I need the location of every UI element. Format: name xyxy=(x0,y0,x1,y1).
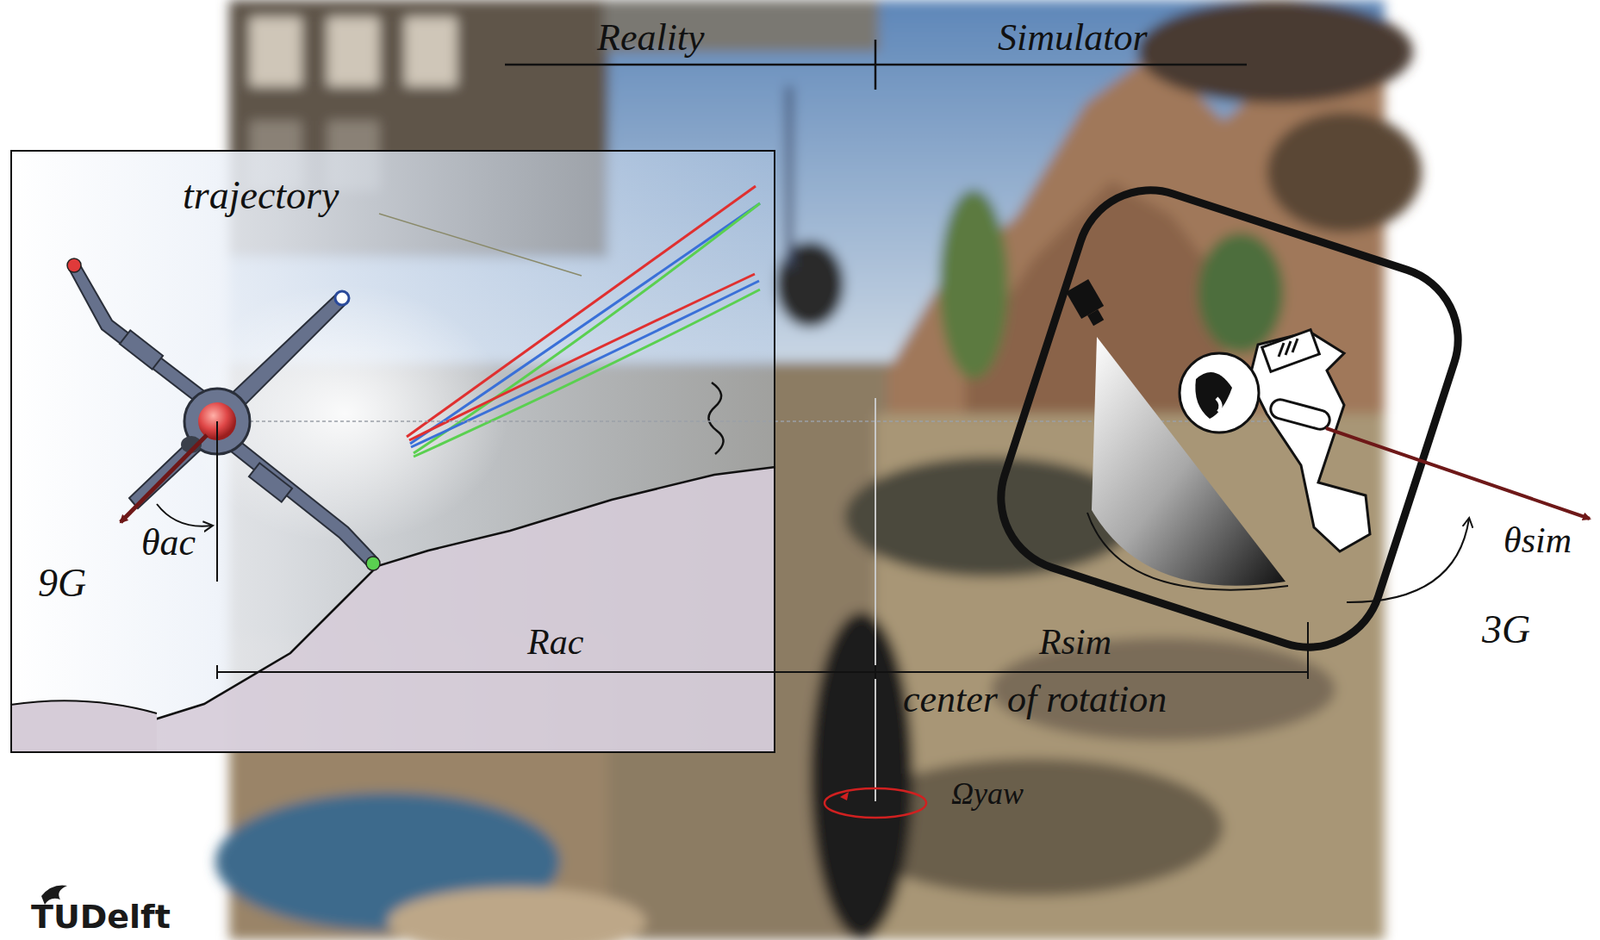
sim-load-label: 3G xyxy=(1481,608,1531,653)
radius-label: Rsim xyxy=(1039,622,1112,662)
radius-label: Rac xyxy=(527,622,584,662)
center-label: center of rotation xyxy=(902,678,1167,721)
logo-text: TUDelft xyxy=(31,899,171,936)
aircraft-pitch-label: θac xyxy=(141,522,196,564)
simulator-heading: Simulator xyxy=(997,17,1148,59)
reality-panel: trajectory θac 9G xyxy=(10,149,776,754)
yaw-rate-label: Ωyaw xyxy=(951,777,1024,812)
sim-pitch-label: θsim xyxy=(1503,520,1572,561)
reality-heading: Reality xyxy=(597,17,705,59)
aircraft-load-label: 9G xyxy=(37,561,87,606)
trajectory-label: trajectory xyxy=(182,174,339,218)
